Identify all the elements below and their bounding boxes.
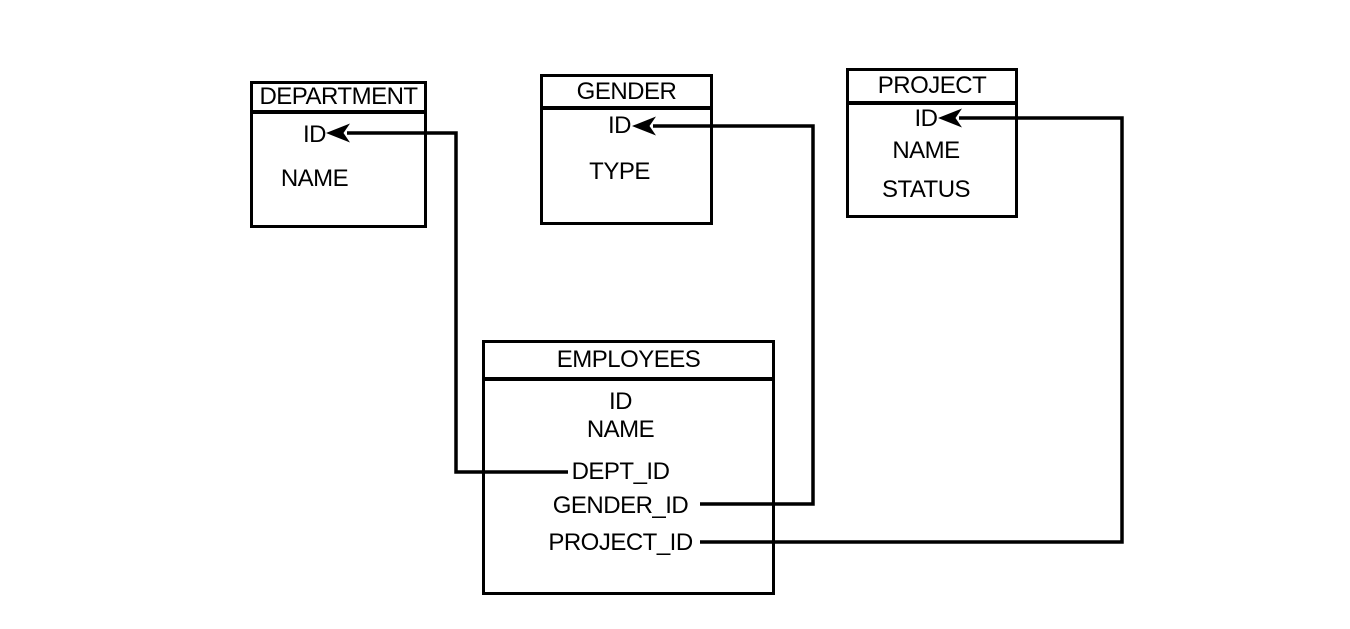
field-employees-project-id: PROJECT_ID [548, 529, 693, 556]
entity-department-title: DEPARTMENT [259, 83, 418, 110]
entity-project: PROJECT ID NAME STATUS [846, 68, 1018, 218]
entity-gender-title: GENDER [576, 77, 677, 105]
entity-department-header: DEPARTMENT [253, 83, 424, 114]
field-gender-type: TYPE [589, 158, 650, 185]
entity-gender-header: GENDER [543, 77, 710, 110]
entity-department: DEPARTMENT ID NAME [250, 81, 427, 228]
field-gender-id: ID [608, 112, 632, 139]
entity-project-title: PROJECT [877, 72, 987, 99]
entity-gender: GENDER ID TYPE [540, 74, 713, 225]
field-employees-name: NAME [586, 416, 655, 443]
field-employees-dept-id: DEPT_ID [571, 458, 670, 485]
field-department-id: ID [303, 121, 327, 148]
field-project-status: STATUS [881, 176, 971, 203]
entity-employees-header: EMPLOYEES [485, 343, 772, 381]
field-project-id: ID [914, 105, 939, 132]
entity-employees-title: EMPLOYEES [556, 346, 701, 373]
field-department-name: NAME [280, 165, 349, 192]
field-employees-id: ID [609, 388, 633, 415]
entity-employees: EMPLOYEES ID NAME DEPT_ID GENDER_ID PROJ… [482, 340, 775, 595]
field-employees-gender-id: GENDER_ID [552, 492, 689, 519]
field-project-name: NAME [892, 137, 960, 164]
entity-project-header: PROJECT [849, 71, 1015, 105]
